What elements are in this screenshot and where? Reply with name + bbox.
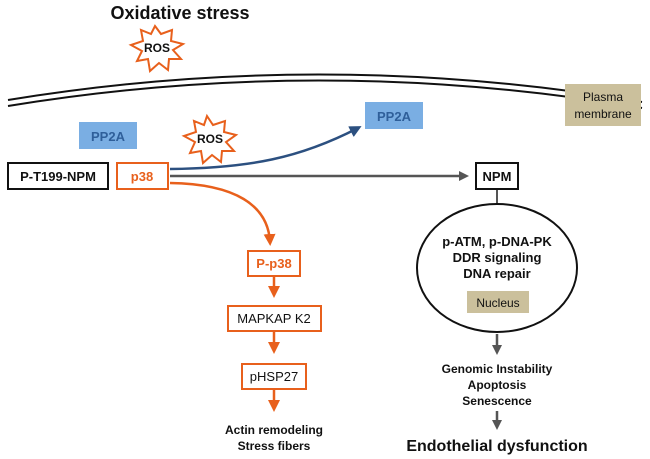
- mapkap-k2-box: MAPKAP K2: [227, 305, 322, 332]
- svg-text:PP2A: PP2A: [91, 129, 126, 144]
- svg-text:p38: p38: [131, 169, 153, 184]
- membrane-label: Plasma membrane: [565, 84, 641, 126]
- pp2a-box-left: PP2A: [79, 122, 137, 149]
- nucleus: p-ATM, p-DNA-PK DDR signaling DNA repair…: [416, 203, 578, 333]
- nucleus-line2: DDR signaling: [453, 250, 542, 265]
- diagram-title: Oxidative stress: [110, 3, 249, 23]
- npm-box: NPM: [475, 162, 519, 190]
- svg-text:NPM: NPM: [483, 169, 512, 184]
- nucleus-line3: DNA repair: [463, 266, 530, 281]
- arrow-p38-to-pp38: [169, 181, 276, 246]
- svg-text:PP2A: PP2A: [377, 109, 412, 124]
- pp2a-box-right: PP2A: [365, 102, 423, 129]
- svg-text:Plasma: Plasma: [583, 90, 623, 104]
- svg-text:P-p38: P-p38: [256, 256, 291, 271]
- ros-label-mid: ROS: [197, 132, 223, 146]
- svg-text:MAPKAP K2: MAPKAP K2: [237, 311, 310, 326]
- outcome-line1: Genomic Instability: [442, 362, 553, 376]
- pt199-npm-box: P-T199-NPM: [7, 162, 109, 190]
- ros-label-top: ROS: [144, 41, 170, 55]
- nucleus-label-box: [467, 291, 529, 313]
- membrane-line-outer: [7, 73, 643, 103]
- svg-text:membrane: membrane: [574, 107, 632, 121]
- endothelial-dysfunction: Endothelial dysfunction: [406, 438, 587, 455]
- outcome-line3: Senescence: [462, 394, 532, 408]
- outcome-line2: Apoptosis: [468, 378, 527, 392]
- svg-text:P-T199-NPM: P-T199-NPM: [20, 169, 96, 184]
- nucleus-label: Nucleus: [476, 296, 519, 310]
- p38-box: p38: [116, 162, 169, 190]
- svg-text:pHSP27: pHSP27: [250, 369, 298, 384]
- p-p38-box: P-p38: [247, 250, 301, 277]
- ros-burst-top: ROS: [128, 24, 186, 73]
- nucleus-line1: p-ATM, p-DNA-PK: [442, 234, 552, 249]
- actin-line1: Actin remodeling: [225, 423, 323, 437]
- phsp27-box: pHSP27: [241, 363, 307, 390]
- ros-burst-mid: ROS: [181, 113, 239, 165]
- membrane-line-inner: [7, 79, 643, 109]
- actin-line2: Stress fibers: [238, 439, 311, 453]
- arrow-p38-to-pp2a: [169, 126, 362, 171]
